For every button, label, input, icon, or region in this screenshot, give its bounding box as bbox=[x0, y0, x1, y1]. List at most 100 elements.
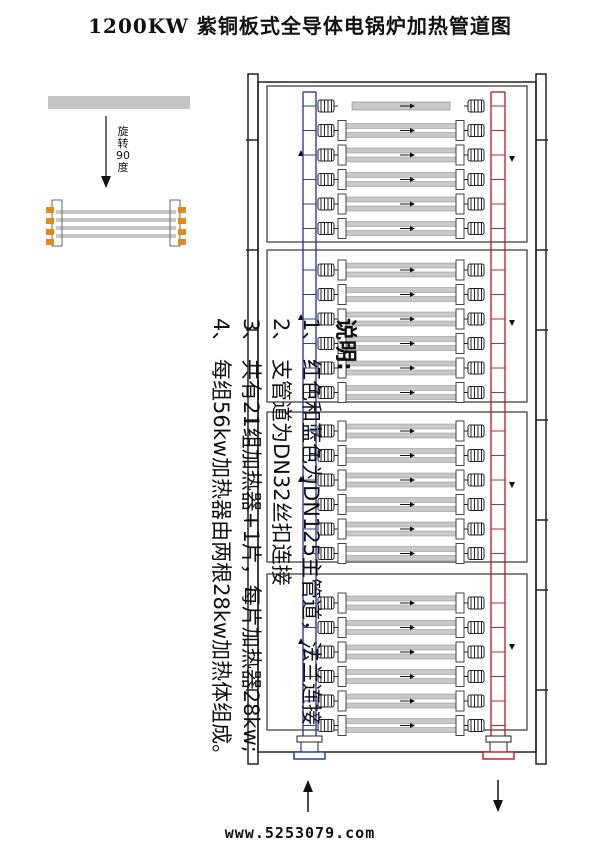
flow-direction-arrow-icon bbox=[410, 600, 415, 606]
heater-tube bbox=[345, 727, 457, 733]
heater-tube bbox=[345, 172, 457, 178]
rotate-label: 旋转90度 bbox=[116, 125, 130, 174]
heater-end-plate bbox=[455, 690, 465, 712]
heater-tube bbox=[345, 320, 457, 327]
heater-tube bbox=[345, 506, 457, 512]
flow-direction-arrow-icon bbox=[410, 128, 415, 133]
heater-sections bbox=[266, 85, 528, 736]
flow-direction-arrow-icon bbox=[410, 428, 415, 434]
heater-tube bbox=[345, 221, 457, 227]
heater-end-plate bbox=[455, 469, 465, 491]
flow-direction-arrow-icon bbox=[410, 723, 415, 728]
heater-tube bbox=[345, 230, 457, 236]
heater-end-plate bbox=[455, 445, 465, 466]
heater-end-plate bbox=[455, 218, 465, 239]
heater-tube bbox=[345, 345, 457, 351]
flow-direction-arrow-icon bbox=[410, 625, 415, 630]
heater-end-plate bbox=[455, 193, 465, 215]
flow-direction-arrow-icon bbox=[410, 316, 415, 322]
heater-end-plate bbox=[455, 494, 465, 515]
heater-tube bbox=[345, 497, 457, 503]
heater-tube bbox=[345, 718, 457, 724]
page-title: 1200KW 紫铜板式全导体电锅炉加热管道图 bbox=[88, 14, 512, 38]
heater-tube bbox=[345, 555, 457, 561]
heater-tube bbox=[345, 678, 457, 684]
flow-direction-arrow-icon bbox=[410, 649, 415, 655]
boiler-frame bbox=[246, 73, 548, 765]
flow-direction-arrow-icon bbox=[410, 292, 415, 297]
heater-end-plate bbox=[455, 543, 465, 564]
flow-direction-arrow-icon bbox=[410, 267, 415, 273]
heater-tube bbox=[345, 132, 457, 138]
notes-item-2: 2、 支管道为DN32丝扣连接 bbox=[269, 318, 293, 586]
heater-tube bbox=[345, 311, 457, 318]
rotation-arrow-icon bbox=[101, 116, 111, 188]
heater-end-plate bbox=[455, 420, 465, 442]
heater-tube bbox=[345, 360, 457, 367]
flow-direction-arrow-icon bbox=[410, 365, 415, 371]
heater-end-plate bbox=[455, 284, 465, 305]
flow-direction-arrow-icon bbox=[509, 156, 515, 162]
heater-tube bbox=[345, 669, 457, 675]
heater-section-box bbox=[266, 411, 528, 563]
flow-direction-arrow-icon bbox=[410, 502, 415, 507]
flow-direction-arrow-icon bbox=[410, 152, 415, 158]
heater-tube bbox=[345, 262, 457, 269]
heater-end-plate bbox=[455, 617, 465, 638]
heater-tube bbox=[345, 472, 457, 479]
flow-direction-arrow-icon bbox=[410, 341, 415, 346]
heater-tube bbox=[345, 604, 457, 611]
heater-end-plate bbox=[337, 218, 347, 239]
heater-end-plate bbox=[337, 144, 347, 166]
footer-url: www.5253079.com bbox=[224, 824, 376, 842]
heater-assembly-preview bbox=[46, 199, 186, 247]
flow-direction-arrow-icon bbox=[410, 453, 415, 458]
outflow-arrow-icon bbox=[493, 780, 503, 812]
flow-direction-arrow-icon bbox=[509, 644, 515, 650]
notes-block: 说明: 1、 红色和蓝色为DN125主管道，法兰连接 2、 支管道为DN32丝扣… bbox=[186, 318, 357, 838]
flow-direction-arrow-icon bbox=[410, 674, 415, 679]
heater-end-plate bbox=[337, 120, 347, 141]
heater-tube bbox=[345, 296, 457, 302]
flow-direction-arrow-icon bbox=[509, 482, 515, 488]
heater-tube bbox=[345, 423, 457, 430]
notes-item-4: 4、 每组56kw加热器由两根28kw加热体组成。 bbox=[209, 318, 233, 766]
heater-section-box bbox=[266, 85, 528, 243]
heater-tube bbox=[345, 457, 457, 463]
return-flange bbox=[482, 735, 515, 760]
heater-tube bbox=[345, 287, 457, 293]
flow-direction-arrow-icon bbox=[410, 201, 415, 207]
single-heater-bar bbox=[48, 96, 190, 109]
flow-direction-arrow-icon bbox=[410, 526, 415, 532]
heater-end-plate bbox=[455, 592, 465, 614]
heater-end-plate bbox=[455, 333, 465, 354]
heater-tube bbox=[345, 147, 457, 154]
notes-heading: 说明: bbox=[332, 318, 357, 371]
flow-direction-arrow-icon bbox=[410, 390, 415, 395]
heater-tube bbox=[345, 432, 457, 439]
heater-end-plate bbox=[455, 518, 465, 540]
heater-section-box bbox=[266, 249, 528, 403]
heater-tube bbox=[345, 394, 457, 400]
heater-end-plate bbox=[455, 308, 465, 330]
heater-tube bbox=[345, 385, 457, 391]
notes-item-3: 3、 共有21组加热器+1片，每片加热器28kw; bbox=[239, 318, 263, 753]
heater-tube bbox=[345, 156, 457, 163]
heater-end-plate bbox=[455, 382, 465, 403]
supply-flange bbox=[293, 735, 326, 760]
heater-tube bbox=[345, 481, 457, 488]
heater-tube bbox=[345, 181, 457, 187]
flow-direction-arrow-icon bbox=[410, 551, 415, 556]
heater-end-plate bbox=[337, 259, 347, 281]
heater-tube bbox=[345, 546, 457, 552]
inflow-arrow-icon bbox=[303, 780, 313, 812]
heater-end-plate bbox=[337, 169, 347, 190]
heater-tube bbox=[345, 595, 457, 602]
heater-tube bbox=[345, 369, 457, 376]
heater-tube bbox=[345, 205, 457, 212]
heater-end-plate bbox=[337, 193, 347, 215]
flow-direction-arrow-icon bbox=[410, 226, 415, 231]
heater-end-plate bbox=[337, 284, 347, 305]
flow-direction-arrow-icon bbox=[509, 320, 515, 326]
